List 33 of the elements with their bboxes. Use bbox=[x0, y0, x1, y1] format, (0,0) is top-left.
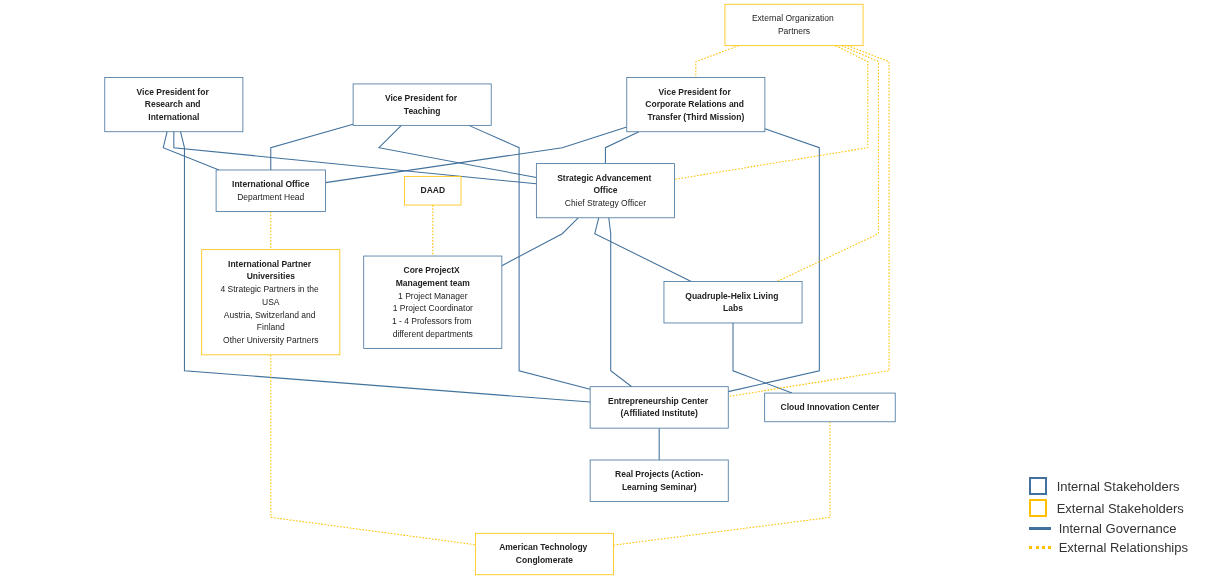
connector bbox=[270, 123, 354, 171]
connector bbox=[732, 322, 793, 394]
legend-label: Internal Stakeholders bbox=[1056, 478, 1180, 494]
node-box: Vice President for Research and International bbox=[104, 77, 244, 133]
connector bbox=[608, 217, 633, 388]
connector bbox=[658, 427, 660, 461]
connector bbox=[180, 131, 591, 403]
connector bbox=[501, 217, 579, 267]
node-box: Vice President for Corporate Relations and Transfer (Third Mission) bbox=[626, 77, 766, 133]
connector bbox=[173, 131, 537, 185]
connector bbox=[727, 128, 820, 393]
node-box: International Office Department Head bbox=[215, 169, 326, 212]
legend-label: External Stakeholders bbox=[1056, 500, 1184, 516]
connector bbox=[594, 217, 692, 283]
node-box: American Technology Conglomerate bbox=[475, 532, 614, 576]
connector bbox=[604, 131, 640, 165]
node-box: External Organization Partners bbox=[724, 3, 864, 47]
connector bbox=[324, 126, 628, 184]
node-box: Real Projects (Action-Learning Seminar) bbox=[589, 459, 729, 502]
node-box: Entrepreneurship Center (Affiliated Institute) bbox=[589, 386, 729, 429]
connector bbox=[377, 124, 537, 179]
legend-label: External Relationships bbox=[1058, 540, 1188, 555]
node-box: Core ProjectX Management team 1 Project Manager 1 Project Coordinator 1 - 4 Professors from different departments bbox=[363, 255, 503, 349]
node-box: International Partner Universities 4 Strategic Partners in the USA Austria, Switzerland and Finland Other University Partners bbox=[201, 249, 341, 356]
node-box: Vice President for Teaching bbox=[352, 83, 492, 126]
connector bbox=[468, 124, 591, 390]
node-box: Strategic Advancement Office Chief Strategy Officer bbox=[535, 163, 675, 219]
connector bbox=[270, 354, 476, 546]
node-box: Cloud Innovation Center bbox=[764, 392, 896, 423]
node-box: Quadruple-Helix Living Labs bbox=[663, 281, 803, 324]
legend-label: Internal Governance bbox=[1058, 521, 1177, 536]
node-box: DAAD bbox=[404, 175, 462, 206]
connector bbox=[727, 45, 890, 397]
